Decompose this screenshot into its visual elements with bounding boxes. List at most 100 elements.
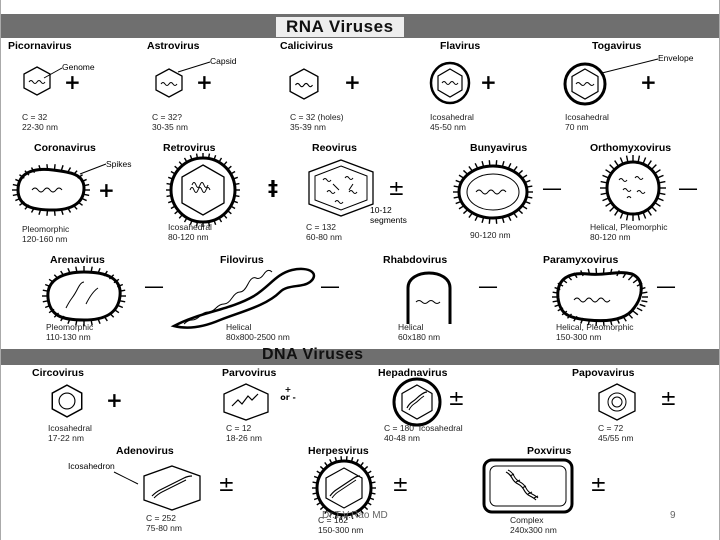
envelope-spike <box>189 219 193 226</box>
envelope-spike <box>24 204 30 210</box>
envelope-spike <box>48 308 55 314</box>
envelope-spike <box>218 217 223 223</box>
virus-name-parvovirus: Parvovirus <box>222 367 277 379</box>
envelope-spike <box>524 179 531 184</box>
envelope-spike <box>15 197 22 202</box>
envelope-spike <box>207 221 211 227</box>
desc-circovirus: Icosahedral 17-22 nm <box>48 423 92 443</box>
envelope-spike <box>170 170 176 175</box>
envelope-spike <box>488 217 491 224</box>
envelope-spike <box>316 470 322 475</box>
herpesvirus-diagram <box>312 456 376 520</box>
envelope-spike <box>19 174 25 179</box>
envelope-spike <box>641 291 648 294</box>
envelope-spike <box>207 153 211 159</box>
envelope-spike <box>90 266 93 273</box>
envelope-spike <box>616 270 620 277</box>
arenavirus-diagram <box>42 266 126 326</box>
envelope-spike <box>517 208 524 215</box>
envelope-spike <box>319 505 325 511</box>
desc-poxvirus: Complex 240x300 nm <box>510 515 557 535</box>
envelope-spike <box>557 307 564 312</box>
envelope-spike <box>334 457 338 463</box>
virus-name-flavirus: Flavirus <box>440 40 481 52</box>
adenovirus-diagram <box>143 465 201 511</box>
virus-name-filovirus: Filovirus <box>220 254 264 266</box>
envelope-spike <box>116 283 124 288</box>
envelope-spike <box>350 457 354 463</box>
desc-rhabdovirus: Helical 60x180 nm <box>398 322 441 342</box>
envelope-spike <box>458 205 465 210</box>
envelope-spike <box>42 299 49 303</box>
envelope-spike <box>600 192 608 196</box>
desc-calicivirus: C = 32 (holes) 35-39 nm <box>290 112 344 132</box>
virus-name-orthomyxovirus: Orthomyxovirus <box>590 142 672 154</box>
envelope-spike <box>213 154 217 161</box>
togavirus-diagram <box>563 62 607 106</box>
envelope-spike <box>116 304 124 309</box>
sign-adenovirus: ± <box>218 472 235 496</box>
envelope-spike <box>512 212 518 218</box>
virus-name-rhabdovirus: Rhabdovirus <box>383 254 448 266</box>
envelope-spike <box>609 164 616 171</box>
poxvirus-diagram <box>482 458 574 514</box>
page-number: 9 <box>670 510 676 521</box>
envelope-spike <box>178 161 183 166</box>
envelope-spike <box>658 192 666 196</box>
sign-filovirus: — <box>320 274 340 298</box>
envelope-spike <box>119 299 126 303</box>
envelope-spike <box>319 465 325 471</box>
envelope-spike <box>468 212 474 218</box>
envelope-spike <box>83 193 90 197</box>
envelope-spike <box>75 266 78 273</box>
callout-icosahedron: Icosahedron <box>68 461 115 471</box>
envelope-spike <box>230 170 236 175</box>
desc-filovirus: Helical 80x800-2500 nm <box>226 322 290 342</box>
desc-astrovirus: C = 32? 30-35 nm <box>152 112 188 132</box>
envelope-spike <box>48 278 55 284</box>
desc-flavirus: Icosahedral 45-50 nm <box>430 112 474 132</box>
envelope-spike <box>363 505 369 511</box>
envelope-spike <box>517 169 524 176</box>
virus-name-circovirus: Circovirus <box>32 367 84 379</box>
envelope-spike <box>174 210 179 215</box>
envelope-spike <box>455 200 462 205</box>
envelope-spike <box>521 205 528 210</box>
envelope-spike <box>495 160 498 167</box>
envelope-spike <box>75 319 78 326</box>
sign-picornavirus: + <box>64 70 81 94</box>
envelope-spike <box>350 513 354 519</box>
envelope-spike <box>462 169 469 176</box>
envelope-spike <box>557 282 564 287</box>
envelope-spike <box>602 174 610 179</box>
envelope-spike <box>359 462 364 467</box>
flavirus-diagram <box>429 61 471 105</box>
envelope-spike <box>38 165 42 172</box>
envelope-spike <box>625 213 629 221</box>
envelope-spike <box>67 317 71 324</box>
envelope-spike <box>637 155 641 163</box>
envelope-spike <box>614 209 620 216</box>
desc-bunyavirus: 90-120 nm <box>470 230 511 240</box>
sign-circovirus: + <box>106 388 123 412</box>
adenovirus-diagram-wrap <box>132 460 212 519</box>
envelope-spike <box>641 300 648 303</box>
envelope-spike <box>639 286 646 291</box>
envelope-spike <box>66 167 72 174</box>
desc-arenavirus: Pleomorphic 110-130 nm <box>46 322 94 342</box>
envelope-spike <box>166 182 172 186</box>
envelope-spike <box>38 208 42 215</box>
envelope-spike <box>174 165 179 170</box>
envelope-spike <box>103 315 108 322</box>
envelope-spike <box>77 201 83 206</box>
envelope-spike <box>507 214 512 221</box>
desc-adenovirus: C = 252 75-80 nm <box>146 513 182 533</box>
envelope-spike <box>642 211 647 219</box>
envelope-spike <box>189 154 193 161</box>
virus-name-calicivirus: Calicivirus <box>280 40 334 52</box>
rna-section-title: RNA Viruses <box>276 17 404 37</box>
left-border-line <box>0 0 1 540</box>
papovavirus-diagram <box>598 383 636 421</box>
envelope-spike <box>625 155 629 163</box>
sign-coronavirus: + <box>98 178 115 202</box>
